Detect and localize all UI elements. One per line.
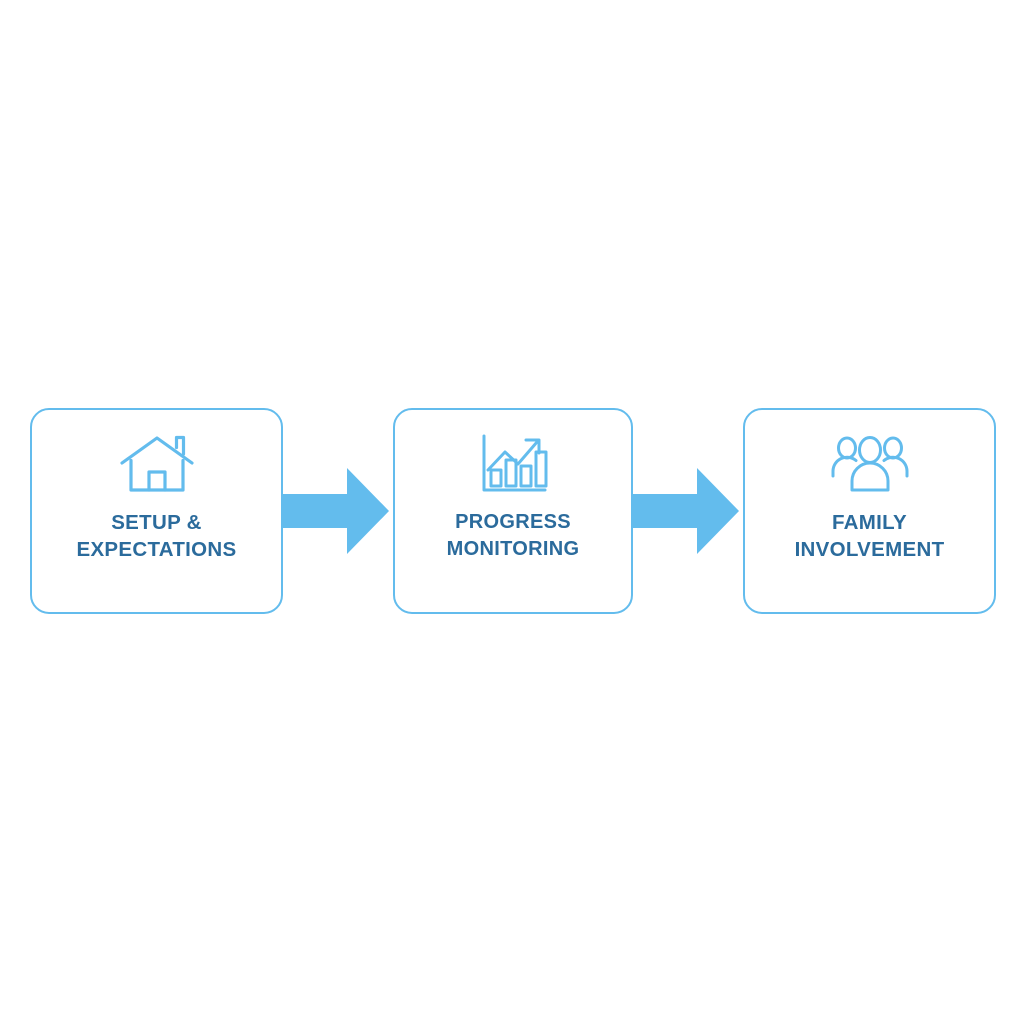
bar-chart-growth-icon (474, 432, 552, 496)
right-arrow-icon (281, 466, 391, 556)
process-step-label: PROGRESS MONITORING (446, 511, 580, 560)
process-step-card-progress-monitoring[interactable]: PROGRESS MONITORING (393, 408, 633, 614)
process-step-card-family-involvement[interactable]: FAMILY INVOLVEMENT (743, 408, 996, 614)
process-step-label: SETUP & EXPECTATIONS (76, 511, 237, 561)
right-arrow-icon (631, 466, 741, 556)
house-icon (118, 432, 196, 496)
process-step-card-setup-expectations[interactable]: SETUP & EXPECTATIONS (30, 408, 283, 614)
process-flow-row: SETUP & EXPECTATIONS (0, 408, 1024, 614)
people-group-icon (831, 432, 909, 496)
process-step-label: FAMILY INVOLVEMENT (794, 511, 945, 561)
